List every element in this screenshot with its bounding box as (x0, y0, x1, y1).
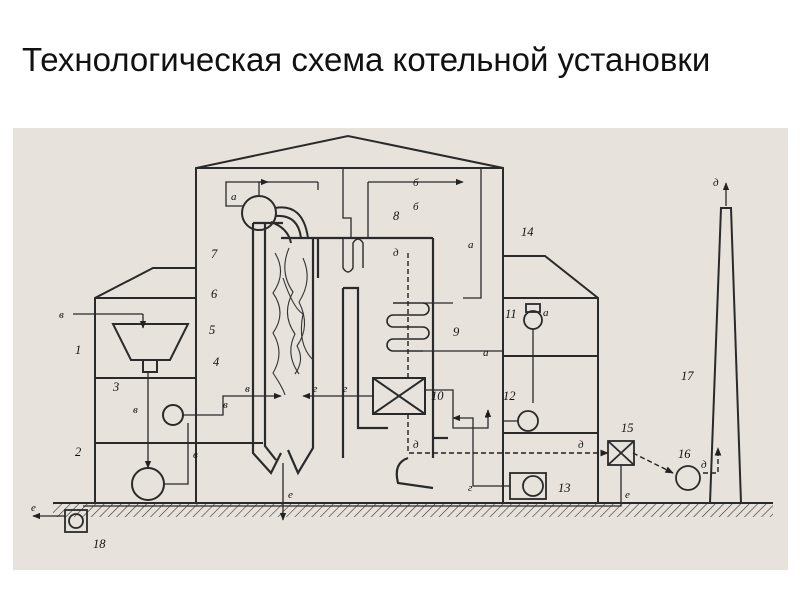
slide-title: Технологическая схема котельной установк… (22, 41, 711, 78)
svg-text:4: 4 (213, 355, 219, 369)
svg-text:18: 18 (93, 537, 106, 551)
svg-text:10: 10 (431, 389, 444, 403)
svg-text:5: 5 (209, 323, 215, 337)
svg-text:9: 9 (453, 325, 460, 339)
svg-text:11: 11 (505, 307, 517, 321)
svg-text:а: а (483, 347, 489, 359)
svg-text:в: в (193, 449, 198, 461)
svg-text:в: в (59, 309, 64, 321)
svg-text:г: г (468, 482, 473, 494)
svg-text:а: а (543, 307, 549, 319)
svg-text:7: 7 (211, 247, 218, 261)
svg-text:б: б (413, 201, 419, 213)
svg-text:е: е (288, 489, 293, 501)
svg-text:г: г (343, 383, 348, 395)
boiler-drum (225, 167, 482, 299)
svg-text:а: а (468, 239, 474, 251)
paper-background (13, 128, 788, 570)
superheater (342, 238, 364, 273)
pumps (425, 303, 543, 432)
boiler-furnace (251, 221, 448, 490)
number-labels: 1 2 3 4 5 6 7 8 9 10 11 12 13 14 15 16 1… (75, 209, 694, 551)
svg-text:д: д (713, 177, 719, 189)
ground (53, 502, 773, 517)
furnace-flames (272, 247, 314, 396)
svg-text:17: 17 (681, 369, 694, 383)
svg-text:е: е (31, 502, 36, 514)
svg-text:д: д (701, 459, 707, 471)
svg-text:в: в (133, 404, 138, 416)
svg-text:г: г (313, 383, 318, 395)
svg-text:1: 1 (75, 343, 81, 357)
air-heater (302, 377, 426, 415)
forced-draft-fan (452, 414, 547, 500)
chimney (709, 182, 742, 504)
svg-text:д: д (393, 247, 399, 259)
svg-text:б: б (413, 177, 419, 189)
svg-text:д: д (578, 439, 584, 451)
fuel-bunker (73, 313, 190, 373)
ash-collector-and-exhauster (83, 440, 701, 507)
ash-removal (32, 463, 287, 533)
svg-text:8: 8 (393, 209, 400, 223)
svg-text:г: г (485, 409, 490, 421)
boiler-plant-scheme: 1 2 3 4 5 6 7 8 9 10 11 12 13 14 15 16 1… (13, 128, 788, 570)
svg-text:12: 12 (503, 389, 516, 403)
svg-text:15: 15 (621, 421, 634, 435)
svg-text:д: д (413, 439, 419, 451)
svg-text:3: 3 (112, 380, 119, 394)
mill-and-fan (131, 372, 282, 501)
svg-text:6: 6 (211, 287, 218, 301)
svg-text:14: 14 (521, 225, 534, 239)
svg-text:2: 2 (75, 445, 81, 459)
svg-text:е: е (625, 489, 630, 501)
flue-gas-path (407, 253, 722, 474)
svg-text:в: в (223, 399, 228, 411)
flow-letter-labels: а а а а б б в в в в в г г г г д д д д д … (31, 177, 719, 514)
svg-text:а: а (231, 191, 237, 203)
svg-text:16: 16 (678, 447, 691, 461)
svg-text:в: в (245, 383, 250, 395)
svg-text:13: 13 (558, 481, 571, 495)
